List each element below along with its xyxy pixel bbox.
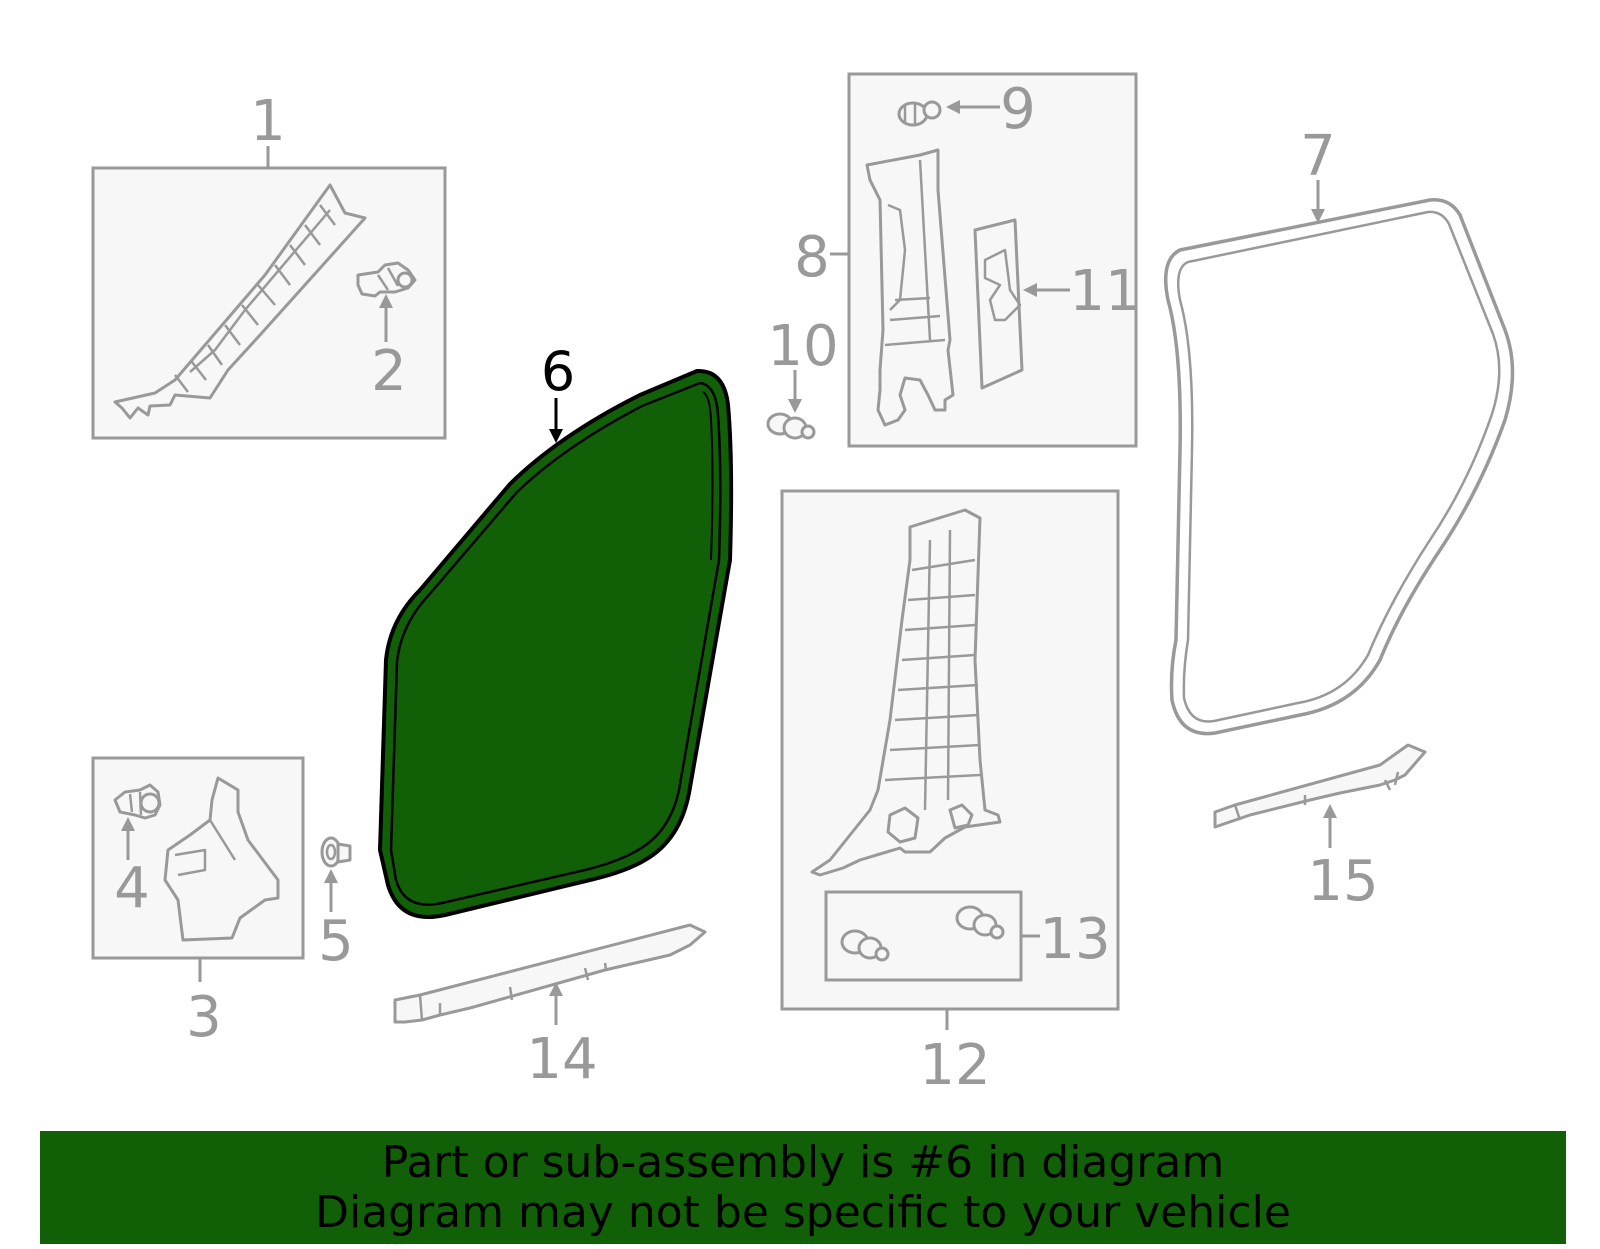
part-3-kick-panel[interactable] [163, 776, 280, 942]
part-7-inner [1177, 210, 1501, 723]
callout-1[interactable]: 1 [250, 89, 286, 154]
part-12-boss [886, 806, 920, 844]
callout-7[interactable]: 7 [1300, 124, 1336, 189]
part-7-outline [1164, 198, 1515, 736]
part-4-clip[interactable] [113, 783, 162, 820]
callout-14[interactable]: 14 [526, 1027, 597, 1092]
part-12-boss-2 [948, 803, 974, 830]
part-2-clip[interactable] [356, 261, 417, 298]
part-6-inner-lip [389, 381, 722, 906]
callout-9[interactable]: 9 [1000, 77, 1036, 142]
part-12-trim-ribs [884, 529, 981, 811]
part-1-trim-inner-edge [189, 209, 331, 373]
part-15-rear-scuff-plate[interactable] [1213, 743, 1427, 829]
banner-line-disclaimer: Diagram may not be specific to your vehi… [315, 1186, 1291, 1238]
part-group-13[interactable] [824, 890, 1040, 982]
part-11-cover-plate[interactable] [973, 218, 1024, 390]
part-9-clip[interactable] [897, 100, 942, 127]
callout-4[interactable]: 4 [114, 856, 150, 921]
callout-6-arrowhead [549, 429, 563, 443]
callout-2[interactable]: 2 [371, 339, 407, 404]
part-6-outline [378, 368, 734, 919]
part-12-b-pillar-lower-trim[interactable] [810, 508, 1002, 877]
callout-5[interactable]: 5 [318, 909, 354, 974]
part-1-trim-ribs [174, 204, 336, 393]
callout-6[interactable]: 6 [541, 340, 575, 403]
part-6-door-weatherstrip[interactable] [378, 368, 734, 919]
callout-11[interactable]: 11 [1069, 259, 1140, 324]
part-5-grommet[interactable] [320, 836, 352, 868]
part-8-b-pillar-upper-trim[interactable] [865, 148, 955, 427]
banner-line-part: Part or sub-assembly is #6 in diagram [381, 1136, 1225, 1188]
callout-13[interactable]: 13 [1039, 907, 1110, 972]
callout-3[interactable]: 3 [186, 985, 222, 1050]
part-6-inner-lip-2 [702, 391, 714, 561]
callout-15[interactable]: 15 [1307, 849, 1378, 914]
callout-8[interactable]: 8 [794, 225, 830, 290]
callout-10[interactable]: 10 [767, 314, 838, 379]
part-13-clip-a[interactable] [840, 929, 890, 962]
part-10-clip[interactable] [766, 412, 816, 440]
part-13-clip-b[interactable] [955, 905, 1005, 940]
part-7-rear-door-weatherstrip[interactable] [1164, 198, 1515, 736]
callout-12[interactable]: 12 [919, 1033, 990, 1098]
info-banner: Part or sub-assembly is #6 in diagram Di… [40, 1131, 1566, 1244]
part-14-front-scuff-plate[interactable] [393, 923, 707, 1024]
